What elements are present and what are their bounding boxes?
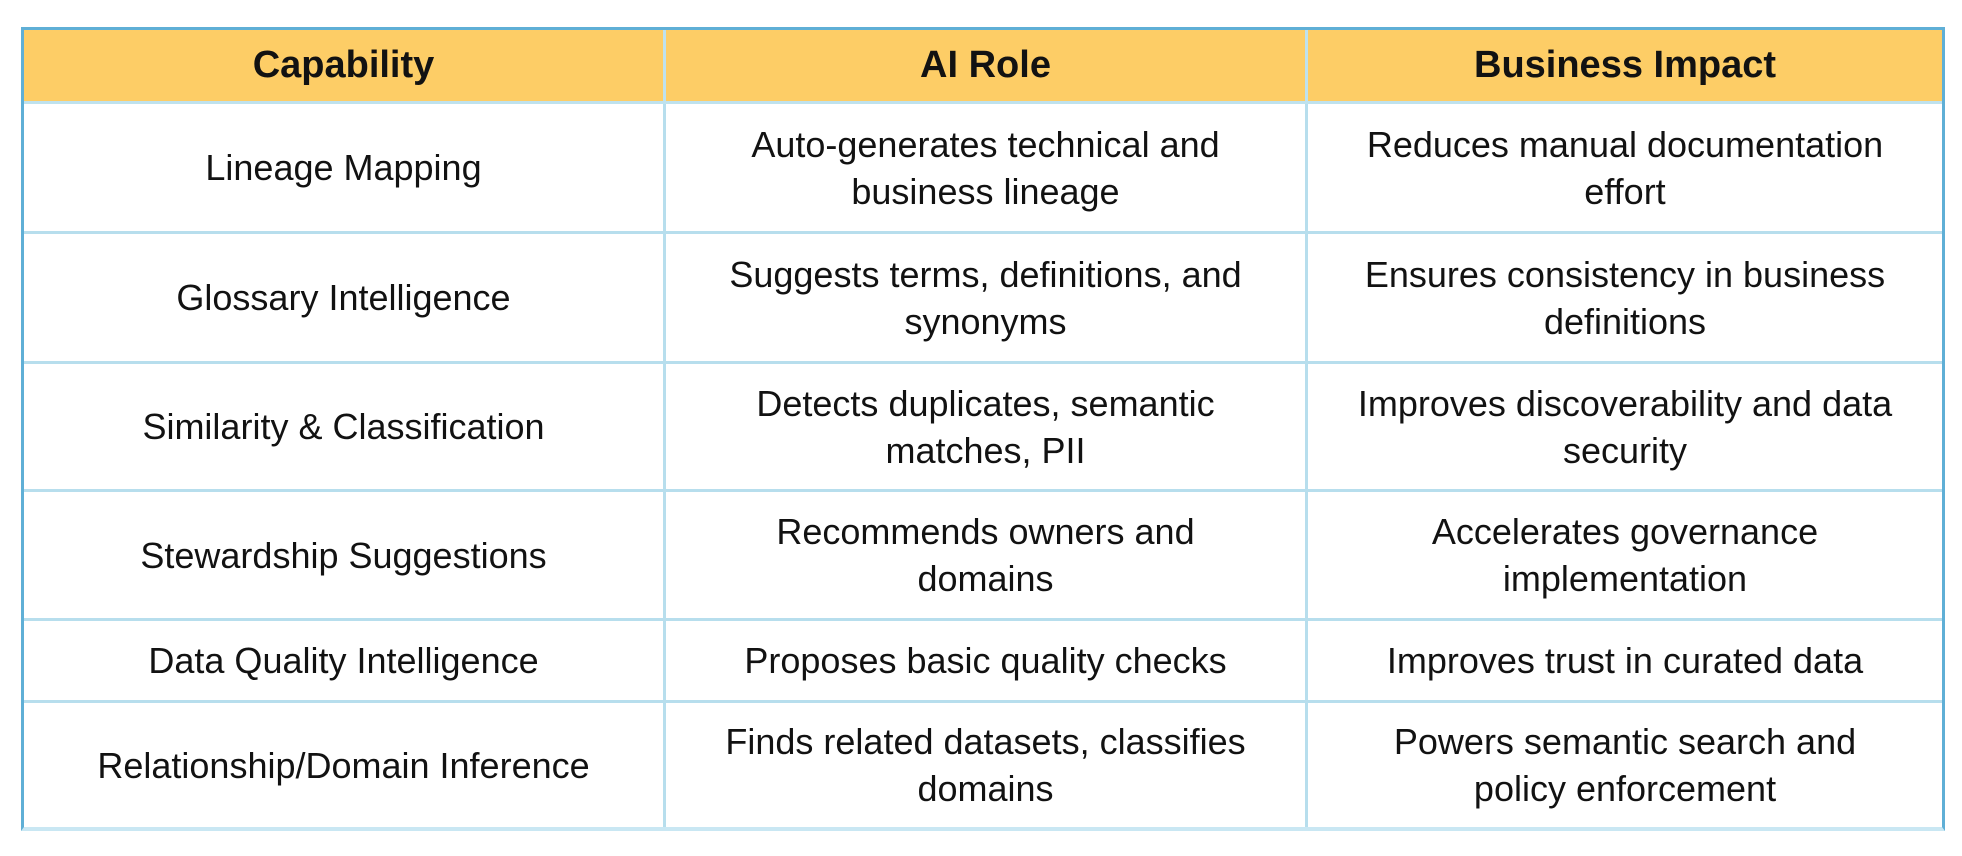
cell-ai-role: Suggests terms, definitions, and synonym… [666, 234, 1308, 364]
cell-ai-role: Finds related datasets, classifies domai… [666, 703, 1308, 827]
cell-business-impact: Improves discoverability and data securi… [1308, 364, 1942, 492]
column-header-ai-role: AI Role [666, 30, 1308, 104]
cell-business-impact: Accelerates governance implementation [1308, 492, 1942, 621]
cell-capability: Similarity & Classification [24, 364, 666, 492]
cell-ai-role: Proposes basic quality checks [666, 621, 1308, 703]
capability-table: Capability AI Role Business Impact Linea… [21, 27, 1945, 831]
cell-business-impact: Reduces manual documentation effort [1308, 104, 1942, 234]
cell-capability: Lineage Mapping [24, 104, 666, 234]
cell-capability: Data Quality Intelligence [24, 621, 666, 703]
cell-ai-role: Recommends owners and domains [666, 492, 1308, 621]
cell-capability: Glossary Intelligence [24, 234, 666, 364]
column-header-capability: Capability [24, 30, 666, 104]
table-grid: Capability AI Role Business Impact Linea… [24, 30, 1942, 827]
cell-business-impact: Ensures consistency in business definiti… [1308, 234, 1942, 364]
cell-capability: Stewardship Suggestions [24, 492, 666, 621]
cell-ai-role: Auto-generates technical and business li… [666, 104, 1308, 234]
cell-ai-role: Detects duplicates, semantic matches, PI… [666, 364, 1308, 492]
column-header-business-impact: Business Impact [1308, 30, 1942, 104]
cell-business-impact: Powers semantic search and policy enforc… [1308, 703, 1942, 827]
cell-business-impact: Improves trust in curated data [1308, 621, 1942, 703]
cell-capability: Relationship/Domain Inference [24, 703, 666, 827]
